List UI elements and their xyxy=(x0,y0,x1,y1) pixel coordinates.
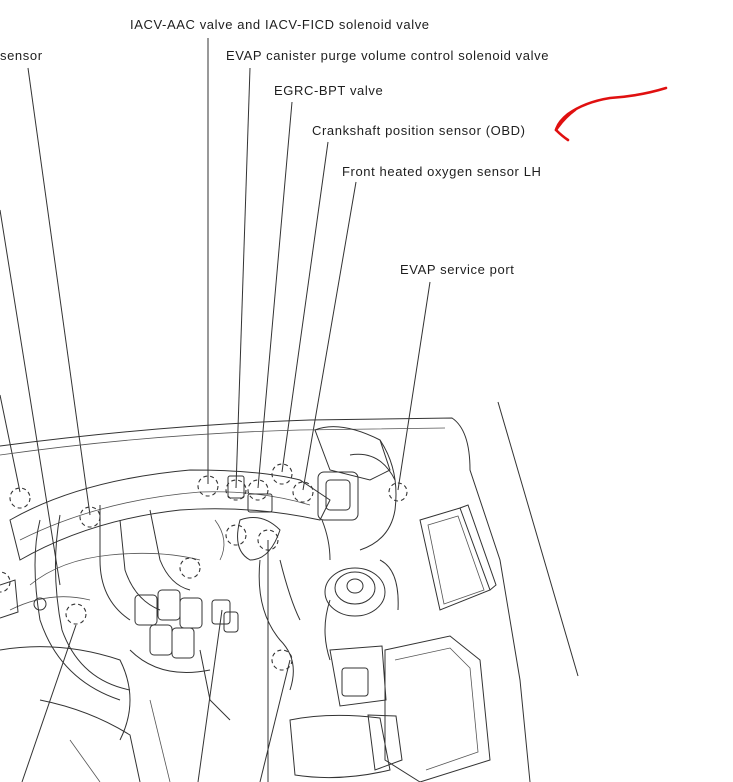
canister-assembly xyxy=(314,426,397,561)
label-iacv: IACV-AAC valve and IACV-FICD solenoid va… xyxy=(130,17,430,32)
callout-circle xyxy=(79,506,101,528)
callout-circle xyxy=(197,475,219,497)
valve-cluster xyxy=(214,475,301,691)
leader-down-d xyxy=(259,659,291,782)
lower-left-details xyxy=(0,579,171,782)
leader-crankshaft xyxy=(281,141,329,473)
intake-plenum xyxy=(9,469,331,701)
leader-down-b xyxy=(21,624,77,782)
label-egrc: EGRC-BPT valve xyxy=(274,83,384,98)
callout-circle xyxy=(9,487,31,509)
throttle-body xyxy=(324,559,399,661)
leader-down-c xyxy=(197,609,223,782)
callout-circle xyxy=(225,524,247,546)
callout-circle xyxy=(179,557,201,579)
leader-right xyxy=(497,401,579,677)
callout-circle xyxy=(0,571,11,593)
label-evap-port: EVAP service port xyxy=(400,262,515,277)
callout-circle xyxy=(271,463,293,485)
leader-lines xyxy=(0,38,579,782)
callout-circle xyxy=(247,479,269,501)
label-evap-purge: EVAP canister purge volume control solen… xyxy=(226,48,550,63)
leader-evap-port xyxy=(397,281,431,491)
callout-circle xyxy=(292,481,314,503)
leader-left-a xyxy=(0,209,61,586)
red-annotation-arrow xyxy=(554,86,668,142)
callout-circles xyxy=(0,463,408,671)
engine-bay-outline xyxy=(0,417,531,782)
callout-circle xyxy=(225,479,247,501)
callout-circle xyxy=(388,482,408,502)
callout-circle xyxy=(257,529,279,551)
leader-sensor xyxy=(27,67,91,516)
air-cleaner xyxy=(289,635,491,782)
right-component-box xyxy=(419,504,497,611)
callout-circle xyxy=(271,649,293,671)
label-crankshaft: Crankshaft position sensor (OBD) xyxy=(312,123,526,138)
label-front-o2: Front heated oxygen sensor LH xyxy=(342,164,542,179)
leader-egrc xyxy=(257,101,293,489)
leader-left-b xyxy=(0,394,21,493)
leader-evap-purge xyxy=(235,67,251,489)
coil-cluster xyxy=(129,589,239,721)
leader-front-o2 xyxy=(302,181,357,491)
label-sensor: sensor xyxy=(0,48,43,63)
callout-circle xyxy=(65,603,87,625)
